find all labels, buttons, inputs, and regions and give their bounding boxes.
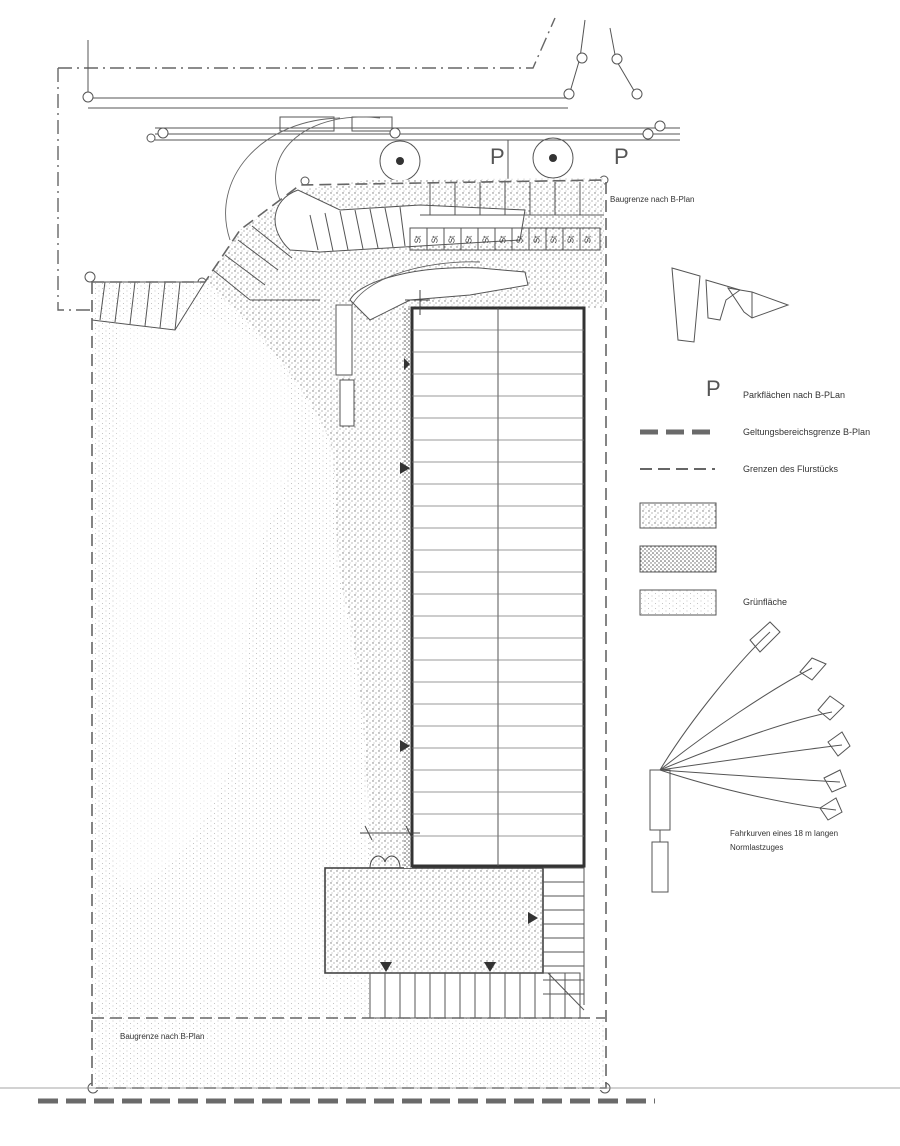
green-clearing (111, 309, 293, 888)
legend-parking-symbol: P (706, 376, 721, 401)
stall-label: St (413, 235, 423, 244)
lamp-dot (549, 154, 557, 162)
lamp-dot (396, 157, 404, 165)
truck-icon (335, 304, 355, 427)
stall-label: St (549, 235, 559, 244)
entry-turning-curves (225, 116, 481, 311)
turning-curve-diagram (649, 621, 851, 893)
island-stalls (309, 206, 406, 252)
legend-geltungsbereich-label: Geltungsbereichsgrenze B-Plan (743, 427, 871, 437)
parking-island (274, 189, 526, 253)
building (410, 306, 586, 868)
road-stalls (420, 182, 604, 216)
stall-label: St (566, 235, 576, 244)
parking-marker: P (614, 144, 629, 169)
legend-parking-label: Parkflächen nach B-PLan (743, 390, 846, 400)
street-lines (87, 19, 680, 141)
legend-green-label: Grünfläche (743, 597, 788, 607)
stall-label: St (481, 235, 491, 244)
baugrenze-label-top: Baugrenze nach B-Plan (610, 195, 695, 204)
stall-row (409, 227, 601, 251)
turning-island (349, 267, 529, 321)
legend-flurstueck-label: Grenzen des Flurstücks (743, 464, 839, 474)
entry-arrows (380, 358, 538, 972)
parking-marker: P (490, 144, 505, 169)
north-arrow-logo (671, 267, 790, 343)
turning-label-line2: Normlastzuges (730, 843, 784, 852)
paved-yard (324, 867, 544, 974)
stall-label: St (515, 235, 525, 244)
baugrenze-label-bottom: Baugrenze nach B-Plan (120, 1032, 205, 1041)
stall-label: St (532, 235, 542, 244)
street-nodes (82, 52, 666, 1094)
dimension-ticks (360, 290, 430, 841)
stall-label: St (464, 235, 474, 244)
slanted-parking-entry (212, 225, 320, 301)
turning-label-line1: Fahrkurven eines 18 m langen (730, 829, 839, 838)
stall-label: St (498, 235, 508, 244)
street-boundary (57, 17, 556, 311)
legend-symbols (639, 429, 717, 616)
paved-strip (404, 308, 412, 868)
stall-label: St (447, 235, 457, 244)
door-marks (369, 855, 401, 869)
road-parking-circles (379, 137, 574, 182)
stall-label: St (583, 235, 593, 244)
stall-label: St (430, 235, 440, 244)
